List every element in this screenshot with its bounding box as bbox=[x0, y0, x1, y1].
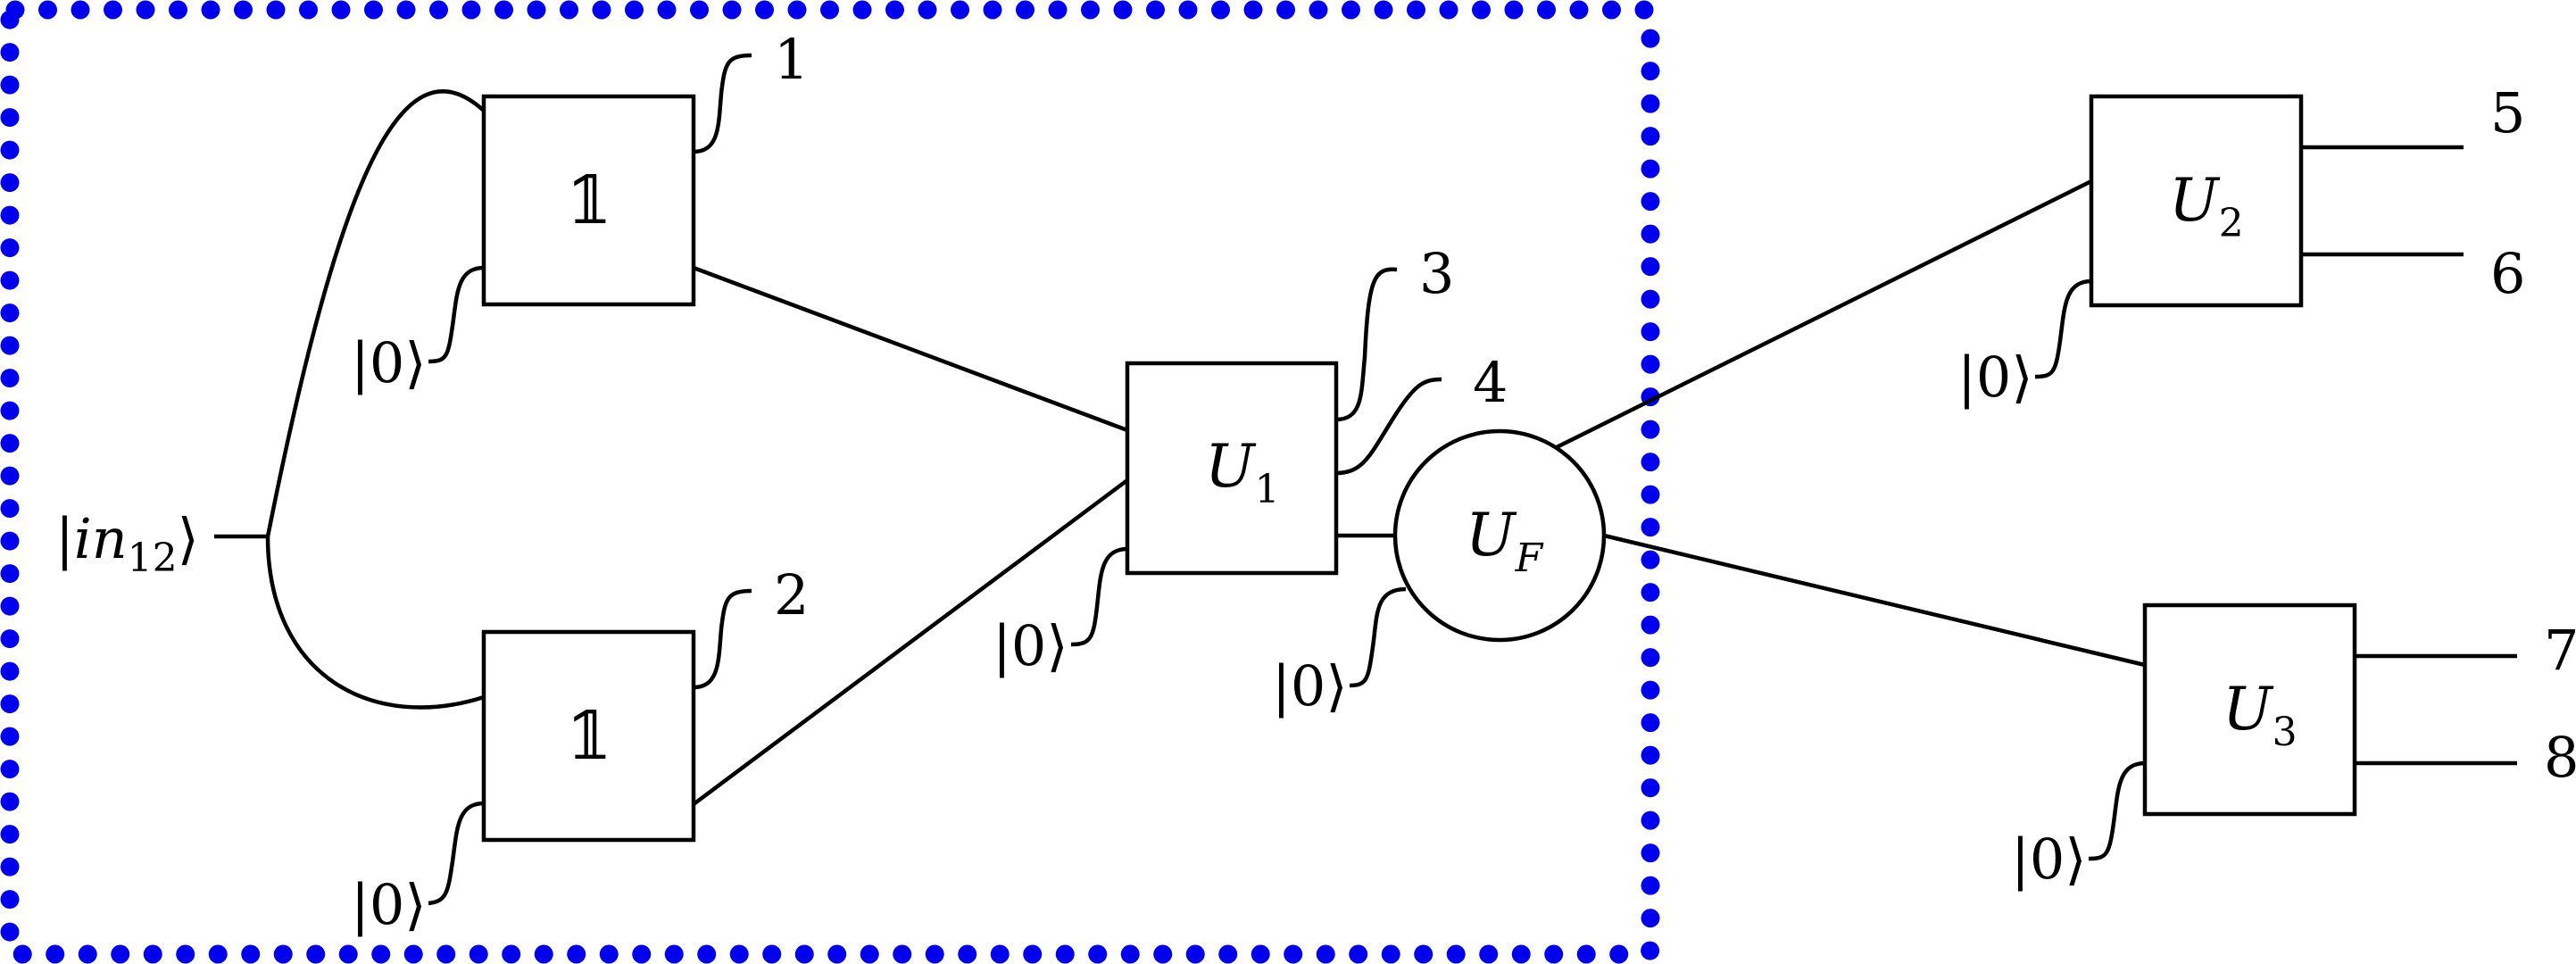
ancilla-label-u3: |0⟩ bbox=[2011, 827, 2087, 892]
u2-gate-label: U2 bbox=[2169, 166, 2244, 246]
u2-sub: 2 bbox=[2219, 201, 2244, 246]
input-name: in bbox=[74, 506, 128, 571]
u1-gate-box bbox=[1125, 361, 1339, 576]
u2-main: U bbox=[2169, 166, 2221, 235]
ancilla-label-u1: |0⟩ bbox=[993, 613, 1068, 678]
ancilla-wire-identity-top bbox=[428, 265, 485, 364]
wire-uf-to-u2 bbox=[1553, 179, 2093, 451]
uf-sub: F bbox=[1515, 536, 1544, 581]
uf-gate-label: UF bbox=[1466, 501, 1544, 581]
dotted-frame bbox=[0, 0, 1660, 964]
wire-identity-bottom-to-u1 bbox=[692, 478, 1129, 806]
output-label-2: 2 bbox=[774, 562, 809, 627]
wire-uf-to-u3 bbox=[1603, 533, 2146, 668]
ancilla-label-identity-bottom: |0⟩ bbox=[351, 872, 427, 937]
identity-label-top: 𝟙 bbox=[566, 162, 612, 239]
output-label-5: 5 bbox=[2490, 80, 2525, 145]
u1-sub: 1 bbox=[1255, 467, 1280, 512]
input-state-label: |in12⟩ bbox=[55, 506, 199, 581]
ancilla-label-u2: |0⟩ bbox=[1957, 345, 2033, 410]
split-curve bbox=[265, 89, 486, 710]
ancilla-wire-u2 bbox=[2034, 278, 2092, 379]
output-label-1: 1 bbox=[774, 27, 809, 92]
u3-gate-label: U3 bbox=[2223, 675, 2298, 755]
input-subscript: 12 bbox=[128, 536, 178, 581]
output-label-8: 8 bbox=[2544, 725, 2576, 790]
u3-gate-box bbox=[2142, 602, 2357, 817]
output-label-3: 3 bbox=[1419, 241, 1454, 306]
ancilla-wire-uf bbox=[1349, 586, 1407, 688]
output-wire-1 bbox=[693, 53, 752, 154]
ancilla-label-identity-top: |0⟩ bbox=[351, 330, 427, 395]
output-wire-3 bbox=[1335, 267, 1398, 422]
wire-identity-top-to-u1 bbox=[693, 265, 1128, 433]
ancilla-wire-u1 bbox=[1070, 546, 1128, 647]
u2-gate-box bbox=[2089, 94, 2304, 308]
u1-gate-label: U1 bbox=[1205, 432, 1280, 512]
output-wire-4 bbox=[1335, 377, 1442, 476]
ancilla-label-uf: |0⟩ bbox=[1272, 653, 1348, 719]
identity-label-bottom: 𝟙 bbox=[566, 698, 612, 775]
u3-sub: 3 bbox=[2273, 710, 2298, 755]
u1-main: U bbox=[1205, 432, 1257, 501]
ancilla-wire-u3 bbox=[2088, 760, 2146, 861]
input-ket-close: ⟩ bbox=[178, 506, 199, 571]
input-ket-open: | bbox=[55, 506, 74, 571]
uf-main: U bbox=[1466, 501, 1517, 569]
identity-box-top bbox=[481, 94, 696, 307]
u3-main: U bbox=[2223, 675, 2274, 744]
identity-box-bottom bbox=[481, 629, 696, 843]
output-label-4: 4 bbox=[1473, 350, 1508, 415]
ancilla-wire-identity-bottom bbox=[428, 801, 485, 906]
output-label-7: 7 bbox=[2544, 618, 2576, 683]
output-label-6: 6 bbox=[2490, 241, 2525, 306]
output-wire-2 bbox=[693, 588, 752, 690]
